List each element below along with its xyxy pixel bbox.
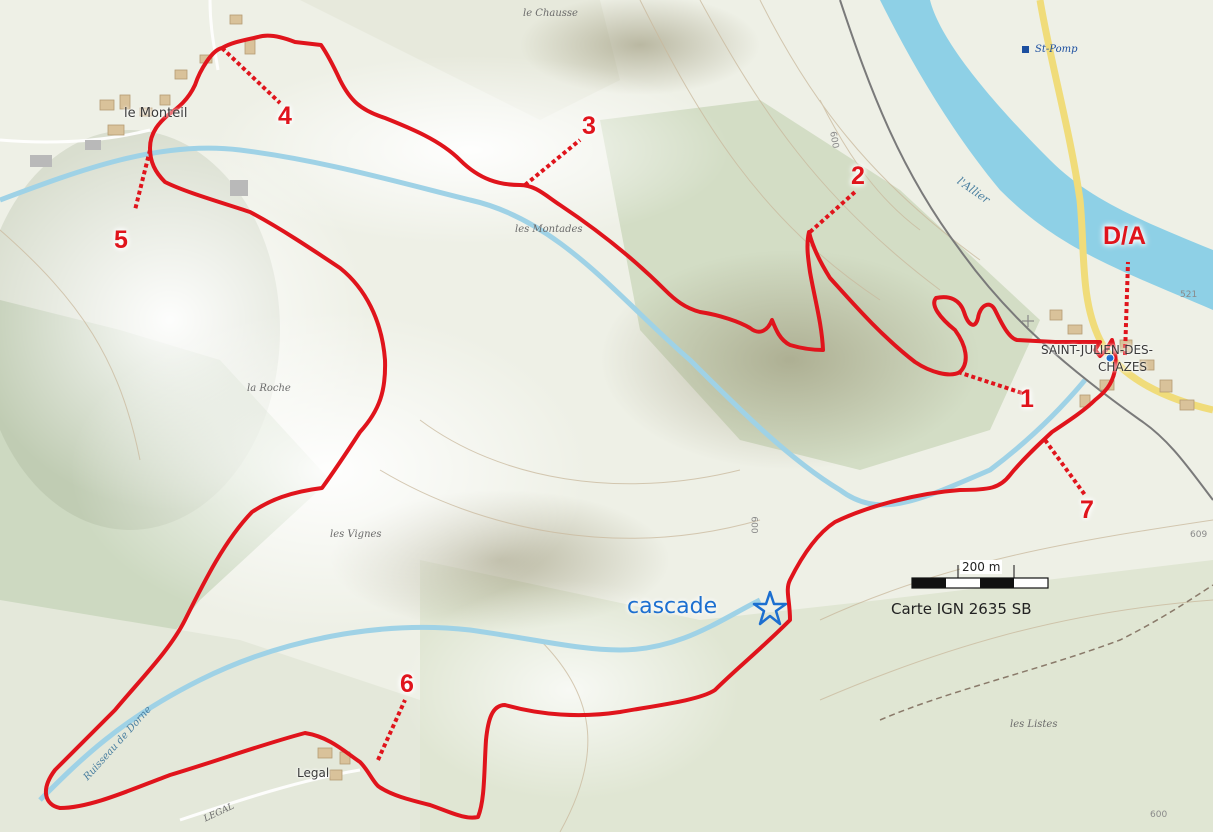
place-label-le-chausse: le Chausse [523,8,578,19]
place-label-st-pomp: St-Pomp [1035,44,1078,55]
waypoint-label-6[interactable]: 6 [400,670,414,698]
place-label-saint-julien-2: CHAZES [1098,360,1148,374]
waypoint-label-7[interactable]: 7 [1080,496,1094,524]
cascade-label[interactable]: cascade [627,594,718,619]
start-marker[interactable] [1105,353,1115,363]
relief-highlight [210,55,730,245]
footpath [879,584,1213,721]
place-label-legal: Legal [297,766,330,780]
grey-buildings [30,140,248,196]
scale-label: 200 m [960,560,1003,574]
elevation-label: 521 [1180,290,1198,300]
hiking-route[interactable] [44,33,1118,820]
waypoint-label-1[interactable]: 1 [1020,385,1034,413]
cross-symbol [1022,315,1034,327]
waypoint-label-4[interactable]: 4 [278,102,292,130]
relief-shade [600,250,980,470]
terrain-area [0,600,420,832]
waypoint-label-start[interactable]: D/A [1103,222,1147,250]
place-label-les-montades: les Montades [515,224,583,235]
waypoint-label-3[interactable]: 3 [582,112,596,140]
cascade-star-icon[interactable] [752,590,788,626]
main-road [1036,0,1213,414]
place-label-les-listes: les Listes [1010,719,1058,730]
elevation-label: 600 [748,516,759,534]
stream-upper [0,145,1087,508]
place-label-la-roche: la Roche [247,383,291,394]
elevation-label: 600 [1150,810,1168,820]
stream-lower [38,597,762,802]
place-label-les-vignes: les Vignes [330,529,382,540]
relief-highlight [70,310,590,630]
railway [839,0,1213,501]
elevation-label: 609 [1190,530,1208,540]
scale-bar [911,565,1049,589]
waypoint-label-5[interactable]: 5 [114,226,128,254]
place-label-le-monteil: le Monteil [124,106,188,121]
place-label-saint-julien-1: SAINT-JULIEN-DES- [1041,343,1153,357]
waypoint-label-2[interactable]: 2 [851,162,865,190]
chapel-marker [1022,46,1029,53]
waypoint-leaders [133,46,1130,761]
village-buildings [99,14,1195,781]
map-source-label: Carte IGN 2635 SB [891,600,1032,618]
river-allier [880,0,1213,310]
